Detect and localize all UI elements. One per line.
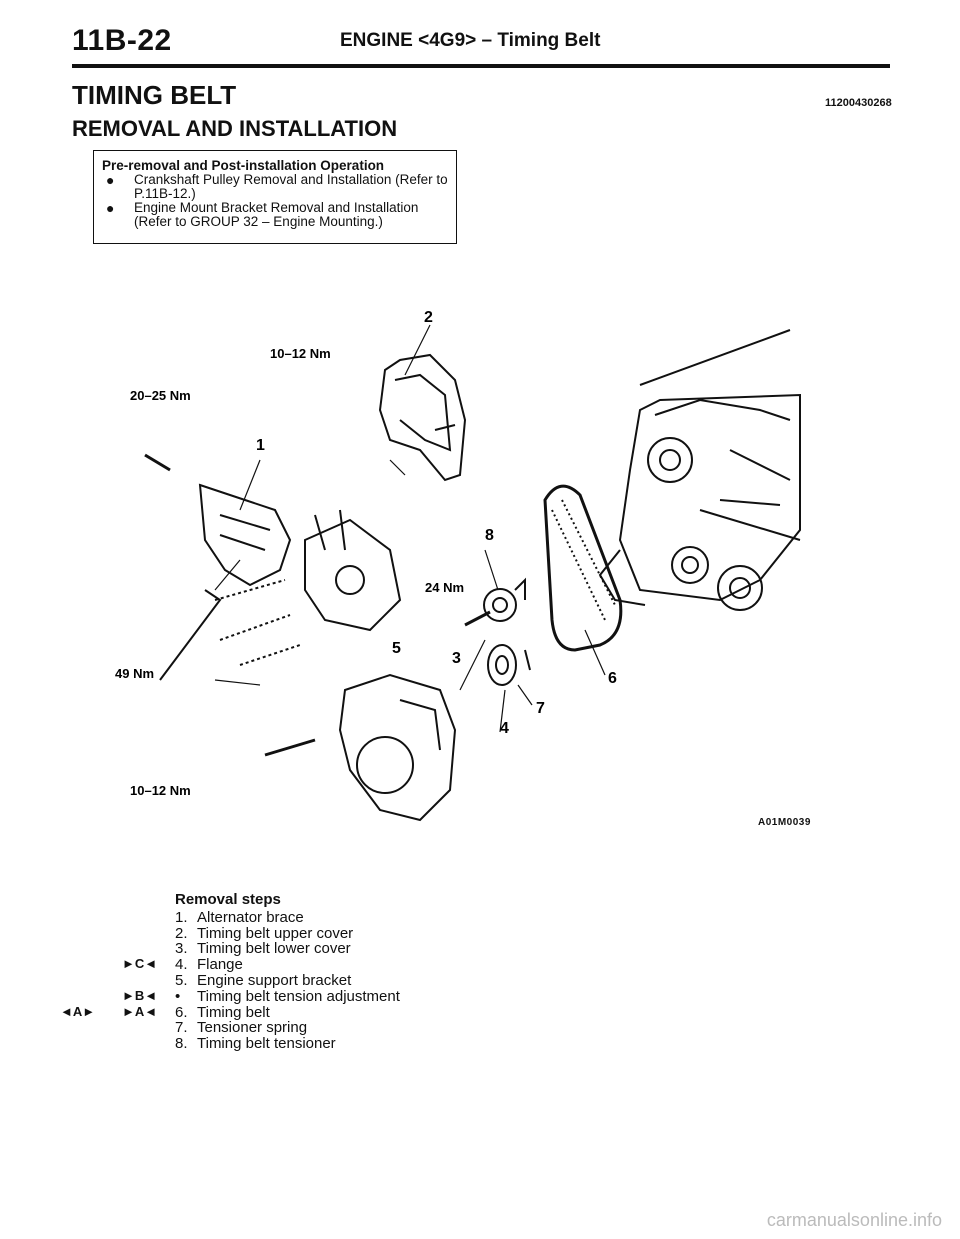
- alternator-brace-drawing: [144, 453, 292, 587]
- page-header-title: ENGINE <4G9> – Timing Belt: [340, 30, 601, 51]
- section-title: TIMING BELT: [72, 80, 237, 110]
- timing-belt-drawing: [543, 484, 623, 652]
- callout-7: 7: [536, 700, 545, 717]
- document-code: 11200430268: [825, 97, 892, 109]
- pre-removal-item: ● Crankshaft Pulley Removal and Installa…: [102, 173, 448, 201]
- pre-removal-box: Pre-removal and Post-installation Operat…: [93, 150, 457, 244]
- bullet-icon: ●: [106, 200, 115, 216]
- page-number: 11B-22: [72, 24, 172, 57]
- callout-6: 6: [608, 670, 617, 687]
- callout-3: 3: [452, 650, 461, 667]
- callout-5: 5: [392, 640, 401, 657]
- service-mark-a: ►A◄: [122, 1004, 158, 1019]
- engine-block-drawing: [598, 329, 801, 611]
- list-item: 6.Timing belt: [175, 1003, 270, 1021]
- timing-belt-exploded-diagram: 2 1 8 5 3 6 7 4 20–25 Nm 10–12 Nm 24 Nm …: [115, 309, 801, 822]
- upper-cover-drawing: [378, 353, 467, 482]
- list-item: 8.Timing belt tensioner: [175, 1035, 336, 1053]
- leader-lines: [214, 324, 606, 733]
- pre-removal-heading: Pre-removal and Post-installation Operat…: [102, 158, 385, 173]
- torque-label: 24 Nm: [425, 580, 464, 595]
- removal-steps: Removal steps 1.Alternator brace 2.Timin…: [175, 892, 400, 1052]
- callout-2: 2: [424, 309, 433, 326]
- list-item: 1.Alternator brace: [175, 908, 304, 926]
- list-item: 5.Engine support bracket: [175, 971, 352, 989]
- pre-removal-item: ● Engine Mount Bracket Removal and Insta…: [102, 201, 448, 229]
- torque-label: 20–25 Nm: [130, 388, 191, 403]
- engine-support-bracket-drawing: [159, 509, 402, 681]
- list-item: 7.Tensioner spring: [175, 1019, 308, 1037]
- list-item: 2.Timing belt upper cover: [175, 924, 354, 942]
- section-subtitle: REMOVAL AND INSTALLATION: [72, 116, 398, 141]
- figure-code: A01M0039: [758, 817, 811, 828]
- service-mark-c: ►C◄: [122, 956, 158, 971]
- header-rule: [72, 64, 890, 68]
- pre-removal-item-text: Engine Mount Bracket Removal and Install…: [134, 200, 419, 229]
- pre-removal-item-text: Crankshaft Pulley Removal and Installati…: [134, 172, 448, 201]
- list-item: 3.Timing belt lower cover: [175, 940, 351, 958]
- callout-4: 4: [500, 720, 509, 737]
- service-mark-a-removal: ◄A►: [60, 1004, 96, 1019]
- lower-cover-drawing: [264, 673, 457, 822]
- flange-drawing: [487, 644, 531, 686]
- torque-label: 10–12 Nm: [130, 783, 191, 798]
- tensioner-drawing: [464, 577, 526, 627]
- torque-label: 49 Nm: [115, 666, 154, 681]
- service-mark-b: ►B◄: [122, 988, 158, 1003]
- removal-steps-heading: Removal steps: [175, 891, 281, 908]
- bullet-icon: ●: [106, 172, 115, 188]
- watermark: carmanualsonline.info: [766, 1210, 942, 1230]
- torque-label: 10–12 Nm: [270, 346, 331, 361]
- callout-1: 1: [256, 437, 265, 454]
- list-item: •Timing belt tension adjustment: [175, 987, 400, 1005]
- callout-8: 8: [485, 527, 494, 544]
- list-item: 4.Flange: [175, 956, 243, 974]
